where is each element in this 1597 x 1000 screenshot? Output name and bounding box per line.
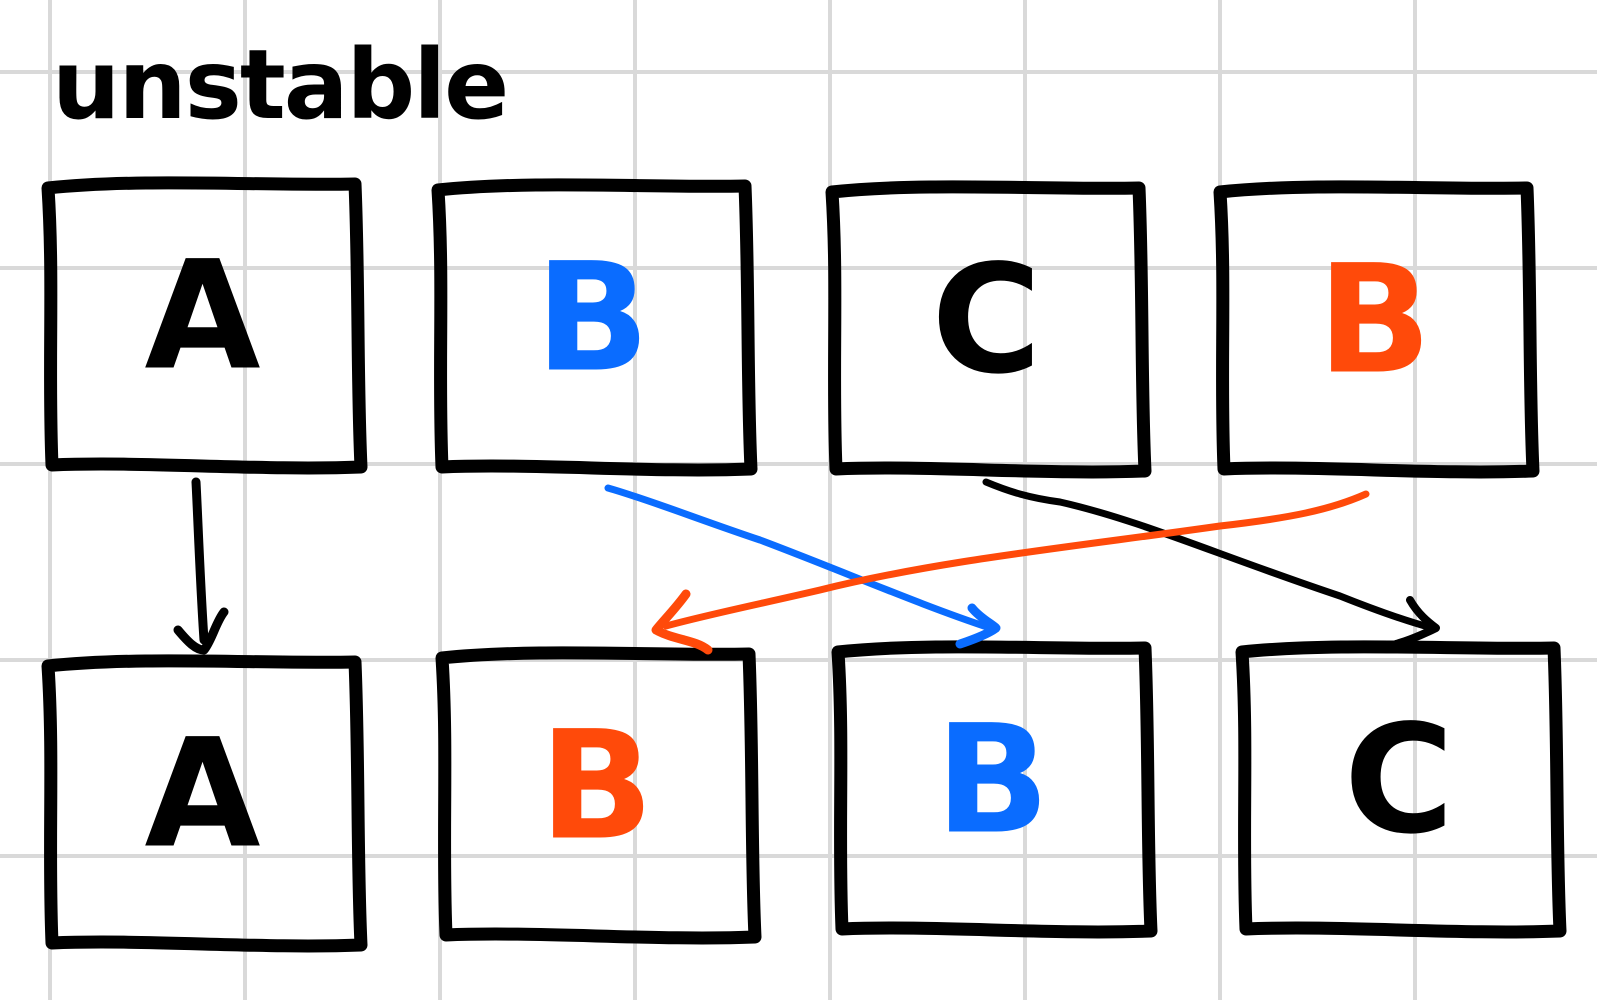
top-row-box-outline [825, 180, 1152, 479]
top-row-box: B [431, 178, 758, 477]
top-row-box-label: B [1317, 234, 1431, 408]
top-row-box: A [41, 176, 368, 475]
bottom-row-box: B [435, 646, 762, 945]
arrowhead-orange-b [651, 589, 713, 655]
arrow-c [982, 478, 1436, 632]
top-row-box-label: A [144, 230, 260, 404]
bottom-row-box-outline [435, 646, 762, 945]
bottom-row-box: C [1235, 640, 1567, 939]
top-row-box-outline [431, 178, 758, 477]
arrow-orange-b [662, 490, 1370, 630]
top-row-box: B [1213, 180, 1540, 479]
top-row-box-outline [1213, 180, 1540, 479]
bottom-row-box-label: C [1344, 694, 1454, 868]
diagram-title: unstable [52, 29, 507, 141]
boxes-group: A B C B A B B C [41, 176, 1567, 953]
bottom-row-box-outline [831, 640, 1158, 939]
bottom-row-box-outline [41, 654, 368, 953]
bottom-row-box: A [41, 654, 368, 953]
top-row-box: C [825, 180, 1152, 479]
bottom-row-box-outline [1235, 640, 1567, 939]
top-row-box-outline [41, 176, 368, 475]
bottom-row-box: B [831, 640, 1158, 939]
arrowhead-c [1392, 596, 1440, 648]
top-row-box-label: B [535, 232, 649, 406]
arrows-group [173, 477, 1440, 655]
bottom-row-box-label: B [539, 700, 653, 874]
top-row-box-label: C [931, 234, 1041, 408]
bottom-row-box-label: B [935, 694, 1049, 868]
arrowhead-blue-b [955, 603, 1001, 649]
arrowhead-a [173, 607, 229, 655]
arrow-a-to-a [191, 477, 209, 645]
bottom-row-box-label: A [144, 708, 260, 882]
arrow-blue-b [604, 484, 994, 632]
